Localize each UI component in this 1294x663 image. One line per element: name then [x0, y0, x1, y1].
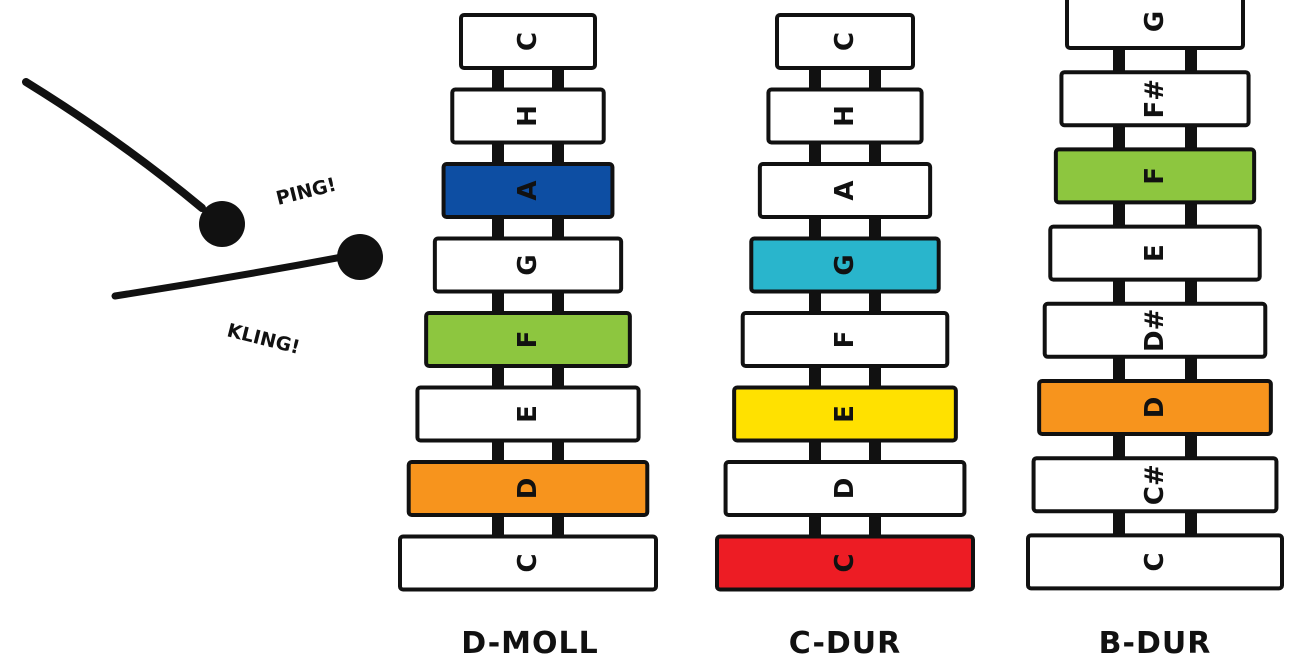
upper-mallet-stick — [22, 78, 206, 212]
bar-note-label: E — [513, 405, 543, 423]
lower-mallet-stick — [111, 253, 346, 300]
bar-note-label: C# — [1140, 464, 1170, 505]
bar-d[interactable]: D — [406, 460, 650, 517]
bar-body — [441, 162, 615, 219]
bar-body — [757, 162, 933, 219]
bar-body — [1042, 301, 1268, 359]
bar-body — [749, 236, 941, 294]
bar-d[interactable]: D — [1037, 379, 1273, 436]
scale-name-b-dur: B-DUR — [1099, 626, 1212, 661]
bar-body — [775, 13, 915, 70]
bar-note-label: A — [830, 180, 860, 200]
bar-body — [1031, 456, 1279, 514]
bar-g[interactable]: G — [749, 236, 941, 294]
bar-f[interactable]: F — [1053, 147, 1257, 205]
bar-note-label: G — [1140, 11, 1170, 32]
bar-a[interactable]: A — [441, 162, 615, 219]
bar-body — [715, 534, 975, 592]
bar-note-label: A — [513, 180, 543, 200]
bar-note-label: D — [513, 478, 543, 500]
scale-name-d-moll: D-MOLL — [461, 626, 599, 661]
bar-h[interactable]: H — [450, 87, 606, 145]
bar-g[interactable]: G — [1065, 0, 1245, 50]
lower-mallet-head — [337, 234, 383, 280]
bar-f[interactable]: F — [424, 311, 632, 368]
bar-c[interactable]: C — [715, 534, 975, 592]
bar-g[interactable]: G — [432, 236, 624, 294]
bar-body — [398, 534, 658, 592]
bar-note-label: D# — [1140, 309, 1170, 352]
bar-note-label: E — [830, 405, 860, 423]
bar-body — [415, 385, 641, 443]
bar-c[interactable]: C — [398, 534, 658, 592]
bar-note-label: F — [830, 331, 860, 349]
bar-note-label: C — [513, 32, 543, 51]
bar-body — [424, 311, 632, 368]
bar-body — [432, 236, 624, 294]
xylophone-c-dur: C H A G F E D C — [715, 13, 975, 592]
xylophone-b-dur: G F# F E D# D C# C — [1026, 0, 1284, 591]
bar-note-label: H — [513, 105, 543, 127]
bar-note-label: G — [830, 254, 860, 275]
bar-body — [459, 13, 597, 70]
bar-note-label: G — [513, 254, 543, 275]
bar-body — [1053, 147, 1257, 205]
bar-body — [740, 311, 950, 368]
bar-note-label: F# — [1140, 79, 1170, 119]
bar-note-label: C — [830, 553, 860, 572]
bar-body — [1026, 533, 1284, 591]
bar-body — [1037, 379, 1273, 436]
bar-body — [406, 460, 650, 517]
bar-note-label: C — [1140, 552, 1170, 571]
scale-name-c-dur: C-DUR — [789, 626, 902, 661]
bar-note-label: C — [513, 553, 543, 572]
bar-note-label: F — [513, 331, 543, 349]
bar-c-sharp[interactable]: C# — [1031, 456, 1279, 514]
bar-d[interactable]: D — [723, 460, 967, 517]
bar-note-label: D — [830, 478, 860, 500]
bar-note-label: F — [1140, 167, 1170, 185]
xylophone-d-moll: C H A G F E D C — [398, 13, 658, 592]
mallets: PING! KLING! — [22, 78, 383, 359]
bar-e[interactable]: E — [415, 385, 641, 443]
bar-body — [732, 385, 958, 443]
bar-e[interactable]: E — [732, 385, 958, 443]
bar-c[interactable]: C — [1026, 533, 1284, 591]
bar-note-label: D — [1140, 397, 1170, 419]
bar-note-label: H — [830, 105, 860, 127]
bar-f-sharp[interactable]: F# — [1059, 70, 1251, 128]
upper-mallet-head — [199, 201, 245, 247]
bar-c[interactable]: C — [775, 13, 915, 70]
bar-body — [450, 87, 606, 145]
bar-c[interactable]: C — [459, 13, 597, 70]
bar-body — [1065, 0, 1245, 50]
bar-e[interactable]: E — [1048, 224, 1262, 282]
bar-note-label: C — [830, 32, 860, 51]
bar-note-label: E — [1140, 244, 1170, 262]
bar-h[interactable]: H — [766, 87, 924, 145]
bar-body — [1059, 70, 1251, 128]
ping-label: PING! — [274, 174, 339, 210]
bar-body — [1048, 224, 1262, 282]
bar-f[interactable]: F — [740, 311, 950, 368]
kling-label: KLING! — [225, 320, 302, 359]
bar-d-sharp[interactable]: D# — [1042, 301, 1268, 359]
bar-body — [766, 87, 924, 145]
bar-body — [723, 460, 967, 517]
bar-a[interactable]: A — [757, 162, 933, 219]
